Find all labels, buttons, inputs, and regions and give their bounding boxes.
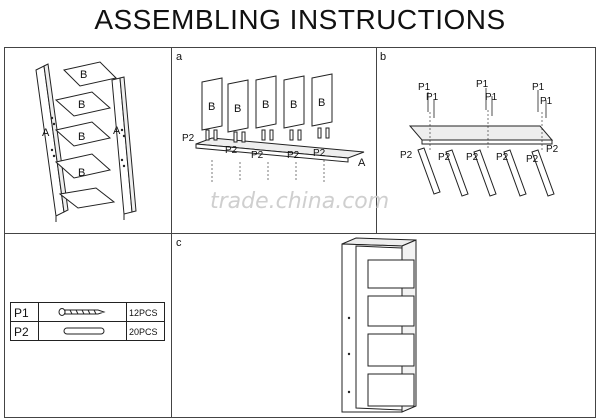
step-b-p1-2: P1 (426, 92, 439, 103)
step-a-label-b3: B (262, 99, 269, 111)
grid-frame (4, 47, 596, 418)
step-a-p2-1: P2 (182, 133, 195, 144)
step-a-p2-5: P2 (313, 148, 326, 159)
step-b-p2-2: P2 (438, 152, 451, 163)
step-a-base-board (195, 137, 365, 163)
step-b-p2-1: P2 (400, 150, 413, 161)
step-b-top-board (408, 125, 554, 145)
overview-label-b2: B (78, 99, 85, 111)
part-p1-qty: 12PCS (129, 308, 158, 318)
step-a-boards (201, 73, 333, 133)
step-b-p1-3: P1 (476, 79, 489, 90)
step-a-dowels (205, 127, 330, 143)
step-a-guide-lines (211, 160, 325, 182)
overview-label-a-left: A (42, 127, 50, 139)
part-p2-code: P2 (14, 325, 29, 339)
overview-label-b1: B (80, 69, 87, 81)
step-a-p2-2: P2 (225, 145, 238, 156)
step-b-p2-5: P2 (526, 154, 539, 165)
step-b-screws (427, 88, 547, 118)
overview-label-b3: B (78, 131, 85, 143)
step-a-p2-4: P2 (287, 150, 300, 161)
assembled-shelf (341, 237, 417, 413)
board-top (63, 61, 117, 87)
step-b-side-panels (417, 147, 555, 197)
page-title: ASSEMBLING INSTRUCTIONS (94, 4, 506, 35)
overview-dowel-dots (50, 116, 126, 168)
step-b-p1-1: P1 (418, 82, 431, 93)
step-b-p2-6: P2 (546, 144, 559, 155)
watermark: trade.china.com (210, 189, 389, 214)
panel-letter-c: c (176, 237, 182, 249)
step-a-label-b5: B (318, 97, 325, 109)
step-a-label-a: A (358, 157, 366, 169)
screw-icon (58, 308, 106, 316)
overview-label-a-right: A (113, 125, 121, 137)
dowel-icon (63, 327, 105, 335)
step-b-guide-lines (429, 110, 543, 150)
step-b-p2-3: P2 (466, 152, 479, 163)
assembled-shelf-dots (347, 316, 351, 394)
step-a-label-b1: B (208, 101, 215, 113)
part-p2-qty: 20PCS (129, 327, 158, 337)
panel-letter-a: a (176, 51, 183, 63)
overview-shelf (35, 61, 137, 222)
step-a-label-b2: B (234, 103, 241, 115)
step-b-p2-4: P2 (496, 152, 509, 163)
step-a-p2-3: P2 (251, 150, 264, 161)
overview-label-b4: B (78, 167, 85, 179)
step-b-p1-5: P1 (532, 82, 545, 93)
step-b-p1-4: P1 (485, 92, 498, 103)
panel-letter-b: b (380, 51, 386, 63)
parts-table (10, 302, 165, 341)
step-a-label-b4: B (290, 99, 297, 111)
part-p1-code: P1 (14, 306, 29, 320)
step-b-p1-6: P1 (540, 96, 553, 107)
